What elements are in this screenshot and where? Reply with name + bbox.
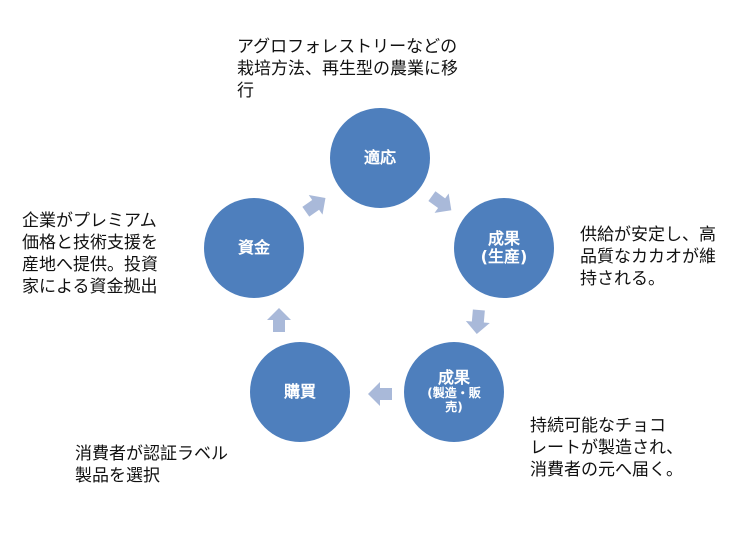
note-manufacturing-line: 消費者の元へ届く。 [530, 460, 683, 480]
note-funding: 企業がプレミアム 価格と技術支援を 産地へ提供。投資 家による資金拠出 [22, 210, 158, 298]
note-manufacturing: 持続可能なチョコ レートが製造され、 消費者の元へ届く。 [530, 415, 683, 481]
note-production-line: 品質なカカオが維 [580, 247, 716, 267]
note-adapt: アグロフォレストリーなどの 栽培方法、再生型の農業に移 行 [237, 36, 458, 102]
note-production-line: 持される。 [580, 269, 665, 289]
node-purchase: 購買 [250, 342, 350, 442]
note-adapt-line: 行 [237, 81, 254, 101]
arrow-production-to-manufacturing [465, 309, 490, 334]
node-outcome-production-sub: (生産) [480, 247, 528, 266]
node-adapt-label: 適応 [363, 147, 396, 167]
note-manufacturing-line: レートが製造され、 [530, 438, 684, 458]
note-production-line: 供給が安定し、高 [580, 225, 716, 245]
arrow-funding-to-adapt [302, 195, 326, 217]
node-purchase-label: 購買 [283, 381, 316, 401]
node-outcome-manufacturing-sub2: 売) [445, 400, 463, 415]
note-purchase-line: 製品を選択 [75, 466, 160, 486]
note-funding-line: 産地へ提供。投資 [22, 255, 158, 275]
note-funding-line: 家による資金拠出 [22, 277, 158, 297]
note-manufacturing-line: 持続可能なチョコ [530, 416, 666, 436]
node-funding: 資金 [204, 198, 304, 298]
note-funding-line: 価格と技術支援を [22, 233, 158, 253]
note-purchase: 消費者が認証ラベル 製品を選択 [75, 443, 228, 487]
node-outcome-production-label: 成果 [487, 228, 520, 248]
arrow-adapt-to-production [428, 191, 452, 213]
node-adapt: 適応 [330, 108, 430, 208]
node-funding-label: 資金 [237, 237, 270, 257]
note-adapt-line: 栽培方法、再生型の農業に移 [237, 59, 458, 79]
note-purchase-line: 消費者が認証ラベル [75, 444, 228, 464]
arrow-manufacturing-to-purchase [368, 382, 392, 406]
node-outcome-production: 成果 (生産) [454, 198, 554, 298]
note-adapt-line: アグロフォレストリーなどの [237, 37, 458, 57]
node-outcome-manufacturing: 成果 (製造・販 売) [404, 342, 504, 442]
node-outcome-manufacturing-label: 成果 [437, 368, 470, 387]
note-funding-line: 企業がプレミアム [22, 211, 157, 231]
node-outcome-manufacturing-sub1: (製造・販 [427, 386, 481, 401]
arrow-purchase-to-funding [267, 308, 291, 332]
note-production: 供給が安定し、高 品質なカカオが維 持される。 [580, 224, 716, 290]
